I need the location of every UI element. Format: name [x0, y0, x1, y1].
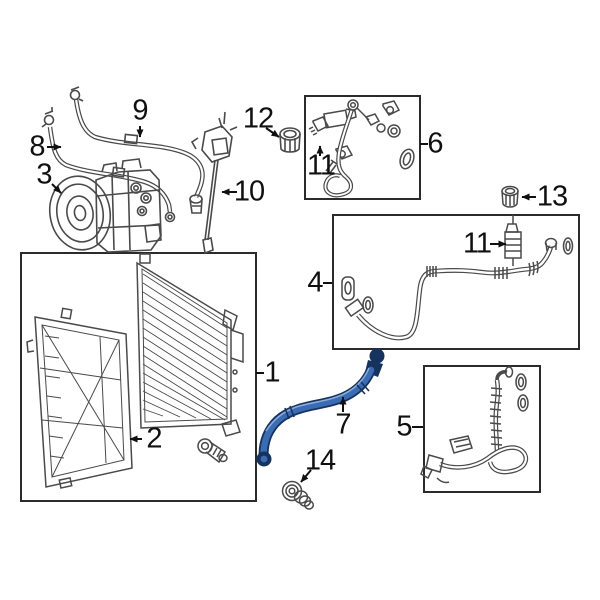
part-7-ac-hose-selected[interactable] [256, 348, 385, 467]
callout-4-label[interactable]: 4 [307, 266, 323, 299]
part-condenser-drawing [136, 253, 244, 437]
callout-1-label[interactable]: 1 [264, 356, 280, 389]
part-2-fan-shroud-drawing [26, 307, 133, 489]
callout-8-label[interactable]: 8 [29, 130, 45, 163]
part-10-bracket-rod-drawing [190, 111, 238, 255]
callout-leader-lines [47, 126, 536, 483]
part-13-cap-drawing [501, 185, 519, 208]
part-12-cap-drawing [279, 127, 301, 153]
box-group-5 [423, 365, 541, 493]
part-mounting-bolt-drawing [197, 438, 228, 464]
part-3-compressor-drawing [48, 158, 162, 253]
callout-9-label[interactable]: 9 [132, 94, 148, 127]
part-14-fitting-drawing [281, 480, 315, 510]
callout-5-label[interactable]: 5 [396, 410, 412, 443]
callout-2-label[interactable]: 2 [146, 422, 162, 455]
callout-14-label[interactable]: 14 [304, 444, 336, 477]
box-group-1 [20, 252, 257, 502]
box-group-6 [304, 95, 421, 200]
part-11b-valve-drawing [504, 215, 522, 266]
callout-13-label[interactable]: 13 [536, 180, 568, 213]
callout-7-label[interactable]: 7 [335, 408, 351, 441]
callout-11a-label[interactable]: 11 [306, 149, 336, 182]
callout-12-label[interactable]: 12 [242, 102, 274, 135]
group-4-liquid-line-drawing [341, 215, 574, 341]
group-6-hose-assembly-drawing [308, 99, 415, 198]
group-5-hose-assembly-drawing [420, 366, 529, 484]
box-group-4 [332, 214, 580, 350]
callout-11b-label[interactable]: 11 [462, 227, 492, 260]
part-11a-pressure-switch-drawing [308, 108, 357, 136]
callout-10-label[interactable]: 10 [233, 175, 265, 208]
part-9-ac-hose-drawing [69, 86, 205, 214]
callout-6-label[interactable]: 6 [427, 127, 443, 160]
callout-3-label[interactable]: 3 [36, 158, 52, 191]
